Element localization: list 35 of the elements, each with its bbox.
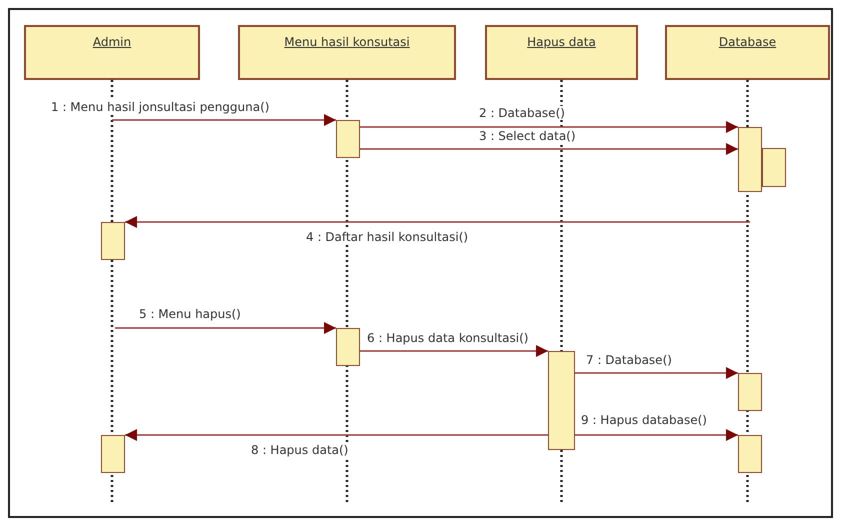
message-arrow xyxy=(125,429,548,441)
message-arrow xyxy=(360,143,738,155)
participant-box xyxy=(24,25,200,80)
message-label: 9 : Hapus database() xyxy=(580,413,708,427)
participant-name: Menu hasil konsutasi xyxy=(284,35,410,49)
activation-bar xyxy=(738,373,762,411)
message-label: 2 : Database() xyxy=(478,106,566,120)
participant-name: Database xyxy=(718,35,776,49)
message-arrow xyxy=(575,367,738,379)
message-label: 3 : Select data() xyxy=(478,129,577,143)
activation-bar xyxy=(548,351,575,450)
message-arrow xyxy=(360,345,548,357)
message-label: 4 : Daftar hasil konsultasi() xyxy=(305,230,470,244)
message-label: 6 : Hapus data konsultasi() xyxy=(366,331,530,345)
message-label: 5 : Menu hapus() xyxy=(138,307,242,321)
participant-name: Hapus data xyxy=(527,35,596,49)
message-label: 8 : Hapus data() xyxy=(250,443,350,457)
activation-bar xyxy=(738,127,762,192)
activation-bar xyxy=(762,148,786,187)
message-label: 1 : Menu hasil jonsultasi pengguna() xyxy=(50,100,270,114)
activation-bar xyxy=(336,120,360,158)
message-arrow xyxy=(575,429,738,441)
message-label: 7 : Database() xyxy=(585,353,673,367)
participant-box xyxy=(238,25,456,80)
message-arrow xyxy=(112,114,336,126)
activation-bar xyxy=(101,435,125,473)
message-arrow xyxy=(360,121,738,133)
participant-box xyxy=(665,25,830,80)
message-arrow xyxy=(115,322,336,334)
message-arrow xyxy=(125,216,750,228)
participant-name: Admin xyxy=(92,35,132,49)
activation-bar xyxy=(101,222,125,260)
activation-bar xyxy=(738,435,762,473)
activation-bar xyxy=(336,328,360,366)
participant-box xyxy=(485,25,638,80)
